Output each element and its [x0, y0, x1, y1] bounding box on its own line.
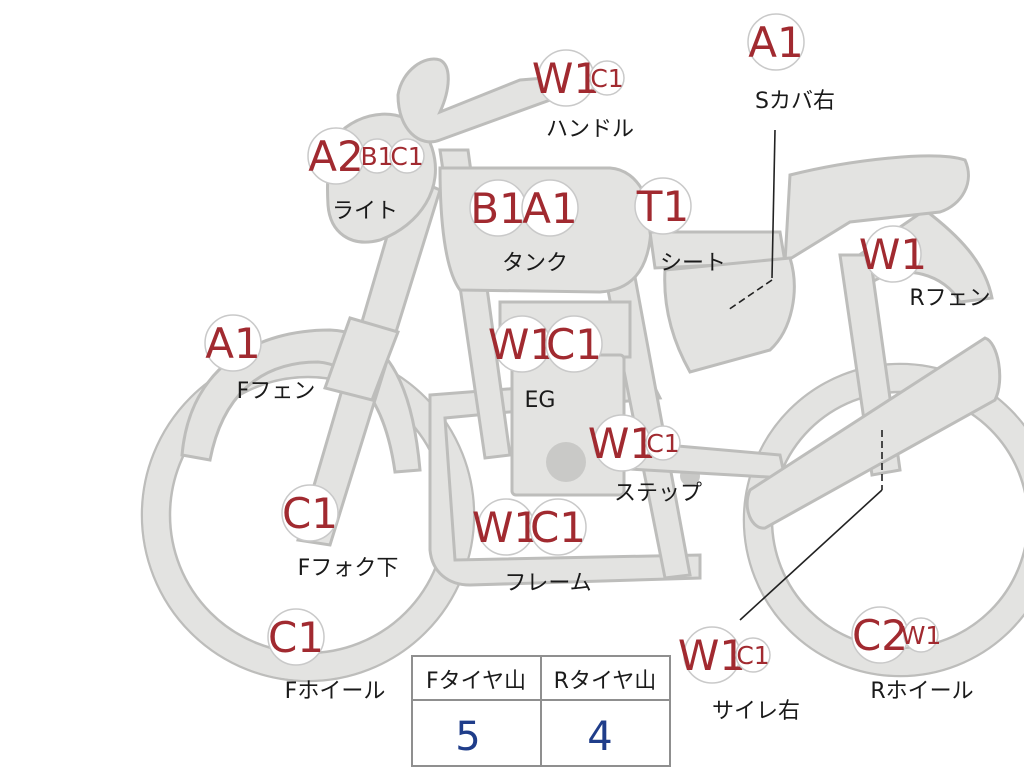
condition-code-badge: W1	[588, 419, 656, 468]
condition-code-badge: B1	[470, 184, 526, 233]
part-label-s-cover-right: Sカバ右	[755, 89, 835, 114]
handlebar-shape	[396, 57, 552, 144]
condition-code-badge: A1	[522, 184, 577, 233]
silencer-shape	[745, 336, 1002, 530]
table-header-rear-tread: Rタイヤ山	[554, 669, 657, 694]
condition-code-badge: A2	[308, 132, 363, 181]
condition-code-badge: C2	[852, 611, 908, 660]
code-badge-circle	[634, 177, 692, 235]
part-label-seat: シート	[660, 251, 726, 276]
condition-code-badge: W1	[532, 54, 600, 103]
code-badge-circle	[389, 138, 425, 174]
tire-tread-table: Fタイヤ山 Rタイヤ山 5 4	[411, 655, 671, 767]
condition-code-badge: W1	[488, 320, 556, 369]
condition-code-badge: C1	[646, 429, 679, 458]
part-label-engine: EG	[525, 388, 556, 413]
condition-code-badge: B1	[360, 142, 393, 171]
condition-code-badge: W1	[472, 503, 540, 552]
condition-code-badge: C1	[268, 613, 324, 662]
condition-code-badge: A1	[748, 18, 803, 67]
table-header-front-tread: Fタイヤ山	[426, 669, 526, 694]
part-label-f-fender: Fフェン	[237, 379, 316, 404]
part-label-frame: フレーム	[504, 571, 591, 596]
table-value-front-tread: 5	[455, 714, 480, 760]
code-badge-circle	[267, 608, 325, 666]
condition-code-badge: C1	[282, 489, 338, 538]
part-label-tank: タンク	[502, 251, 568, 276]
annotation-seat: T1 シート	[634, 177, 726, 276]
condition-code-badge: T1	[636, 182, 689, 231]
part-label-light: ライト	[332, 199, 398, 224]
code-badge-circle	[589, 60, 625, 96]
tail-cowl-shape	[783, 154, 970, 265]
code-badge-circle	[747, 13, 805, 71]
condition-code-badge: W1	[901, 621, 942, 650]
condition-code-badge: W1	[678, 631, 746, 680]
part-label-silencer-right: サイレ右	[712, 699, 800, 724]
code-badge-circle	[281, 484, 339, 542]
condition-code-badge: C1	[590, 64, 623, 93]
part-label-f-wheel: Fホイール	[285, 679, 386, 704]
condition-code-badge: C1	[390, 142, 423, 171]
leader-lines	[727, 129, 883, 621]
part-label-step: ステップ	[614, 481, 702, 506]
condition-code-badge: C1	[736, 641, 769, 670]
code-badge-circle	[521, 179, 579, 237]
code-badge-circle	[903, 617, 939, 653]
part-label-r-fender: Rフェン	[909, 286, 990, 311]
condition-code-badge: C1	[530, 503, 586, 552]
code-badge-circle	[529, 498, 587, 556]
condition-code-badge: A1	[205, 319, 260, 368]
part-label-r-wheel: Rホイール	[870, 679, 973, 704]
condition-code-badge: C1	[546, 320, 602, 369]
code-badge-circle	[545, 315, 603, 373]
part-label-f-fork-lower: Fフォク下	[298, 556, 399, 581]
code-badge-circle	[735, 637, 771, 673]
motorcycle-silhouette	[140, 57, 1024, 683]
part-label-handle: ハンドル	[546, 117, 634, 142]
code-badge-circle	[204, 314, 262, 372]
table-value-rear-tread: 4	[587, 714, 612, 760]
code-badge-circle	[645, 425, 681, 461]
condition-code-badge: W1	[859, 230, 927, 279]
code-badge-circle	[864, 225, 922, 283]
fork-tube-shape	[323, 316, 400, 402]
